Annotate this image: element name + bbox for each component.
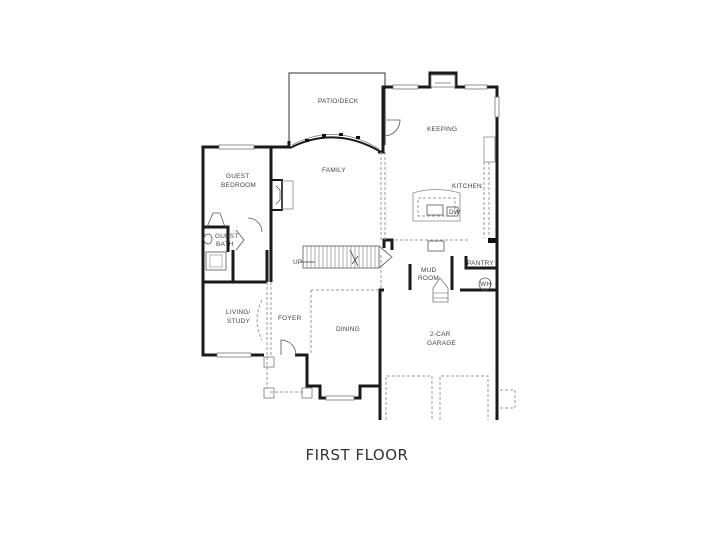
- garage-steps: [432, 277, 449, 303]
- room-labels: PATIO/DECK KEEPING FAMILY GUEST BEDROOM …: [215, 98, 494, 347]
- dashed-openings: [256, 152, 386, 355]
- label-guest-bath-2: BATH: [216, 241, 234, 248]
- fireplace-family: [271, 179, 294, 211]
- label-pantry: PANTRY: [467, 260, 494, 267]
- front-door: [280, 339, 297, 356]
- garage-doors: [385, 375, 516, 420]
- label-patio-deck: PATIO/DECK: [318, 98, 359, 105]
- family-bay-wall: [289, 136, 382, 153]
- label-keeping: KEEPING: [427, 126, 457, 133]
- label-foyer: FOYER: [278, 315, 301, 322]
- label-garage-2: GARAGE: [427, 340, 456, 347]
- kitchen-counter: [483, 136, 497, 243]
- water-heater: WH: [478, 277, 492, 291]
- door-keeping: [383, 119, 401, 137]
- label-living-study-1: LIVING/: [226, 309, 251, 316]
- label-guest-bath-1: GUEST: [215, 233, 238, 240]
- floor-title: FIRST FLOOR: [305, 446, 409, 464]
- kitchen-lower-counter: [395, 239, 470, 252]
- stairs: UP: [293, 245, 393, 269]
- label-kitchen: KITCHEN: [452, 183, 482, 190]
- svg-text:WH: WH: [480, 281, 491, 288]
- dishwasher-label: DW: [449, 209, 461, 216]
- porch: [263, 356, 313, 399]
- label-garage-1: 2-CAR: [430, 331, 451, 338]
- label-family: FAMILY: [322, 167, 346, 174]
- label-mud-room-1: MUD: [421, 267, 437, 274]
- kitchen-island: DW: [412, 189, 461, 222]
- fireplace-keeping: [430, 74, 456, 88]
- label-guest-bedroom-1: GUEST: [226, 173, 249, 180]
- patio-deck-area: [288, 72, 386, 145]
- label-living-study-2: STUDY: [227, 318, 250, 325]
- label-guest-bedroom-2: BEDROOM: [221, 182, 256, 189]
- label-mud-room-2: ROOM: [418, 275, 439, 282]
- windows: [216, 84, 500, 401]
- stairs-up-label: UP: [293, 259, 302, 266]
- guest-bath: [203, 212, 269, 282]
- label-dining: DINING: [336, 326, 360, 333]
